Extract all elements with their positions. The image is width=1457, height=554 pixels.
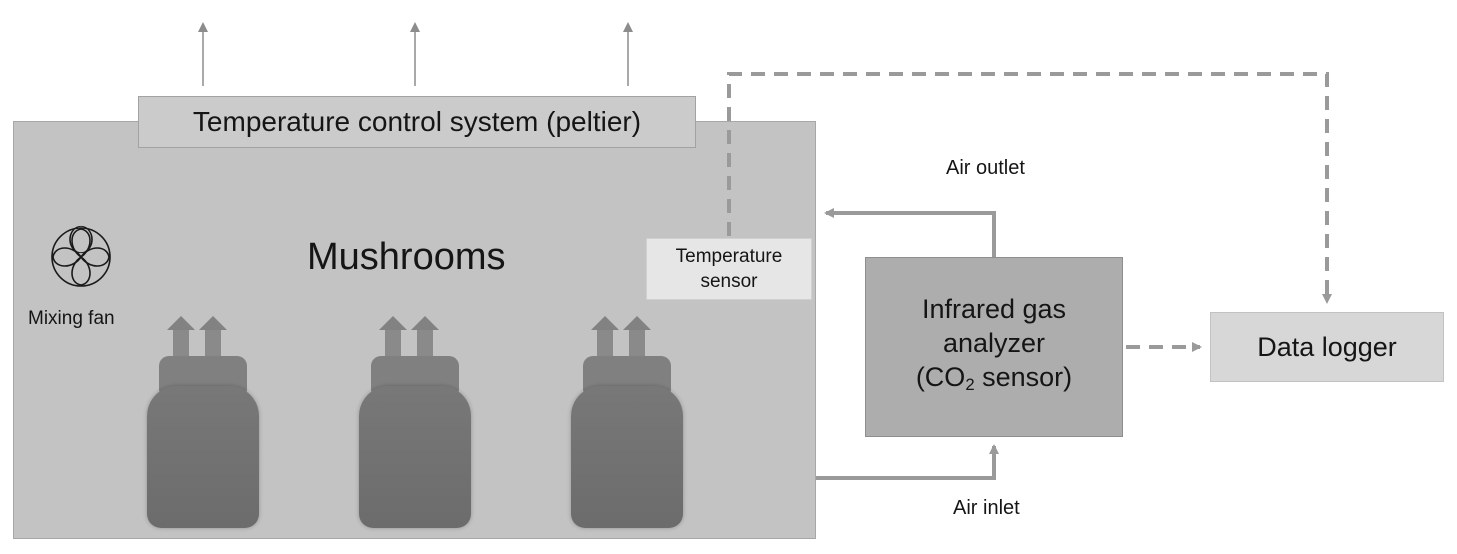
temperature-sensor-box: Temperature sensor xyxy=(646,238,812,300)
analyzer-label-line2: analyzer xyxy=(942,327,1046,358)
temperature-control-system: Temperature control system (peltier) xyxy=(138,96,696,148)
air-inlet-label: Air inlet xyxy=(953,497,1020,519)
mushroom-bottle-3 xyxy=(571,316,683,528)
analyzer-sensor-text: sensor) xyxy=(974,361,1073,392)
chamber-label: Mushrooms xyxy=(307,236,506,278)
air-outlet-label: Air outlet xyxy=(946,157,1025,179)
analyzer-label-line3: (CO2 sensor) xyxy=(916,360,1072,402)
temperature-signal-line xyxy=(727,72,1332,304)
temperature-sensor-label-line1: Temperature xyxy=(675,246,783,267)
mushroom-bottle-1 xyxy=(147,316,259,528)
mushroom-bottle-2 xyxy=(359,316,471,528)
temperature-sensor-label-line2: sensor xyxy=(700,271,758,292)
infrared-gas-analyzer-box: Infrared gas analyzer (CO2 sensor) xyxy=(865,257,1123,437)
analyzer-co-text: (CO xyxy=(915,361,966,392)
analyzer-subscript: 2 xyxy=(965,375,975,395)
air-inlet-flow xyxy=(816,444,999,480)
mixing-fan-label: Mixing fan xyxy=(28,308,115,329)
air-outlet-flow xyxy=(824,208,996,257)
data-logger-box: Data logger xyxy=(1210,312,1444,382)
analyzer-label-line1: Infrared gas xyxy=(921,293,1067,324)
mixing-fan-icon xyxy=(51,225,111,287)
